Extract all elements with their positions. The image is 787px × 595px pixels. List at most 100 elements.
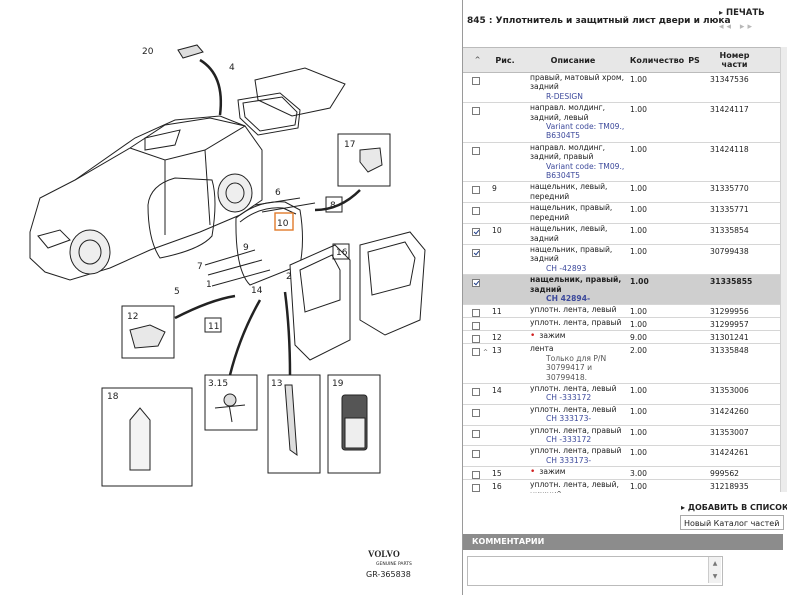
row-checkbox[interactable]	[472, 309, 480, 318]
row-quantity: 3.00	[630, 469, 647, 479]
row-variant-info: CH 333173-	[546, 455, 592, 465]
row-checkbox[interactable]	[472, 279, 480, 288]
row-checkbox[interactable]	[472, 186, 480, 195]
row-quantity: 1.00	[630, 205, 647, 215]
row-checkbox[interactable]	[472, 450, 480, 459]
row-ps	[686, 73, 702, 102]
print-button[interactable]: ▸ ПЕЧАТЬ	[719, 8, 765, 18]
row-quantity: 1.00	[630, 277, 649, 287]
double-left-arrow-icon[interactable]: ◂◂	[719, 22, 735, 32]
row-ref: 11	[492, 307, 502, 317]
row-description: нащельник, правый, передний	[518, 203, 628, 223]
row-variant-info: CH 42894-	[546, 293, 591, 303]
callout-1: 1	[206, 280, 212, 290]
row-variant-info: CH -333172	[546, 393, 592, 403]
row-part-number: 999562	[710, 469, 739, 479]
row-select-cell	[463, 426, 492, 446]
row-checkbox[interactable]	[472, 387, 480, 396]
comments-scrollbar[interactable]: ▲▼	[708, 557, 721, 583]
catalog-select[interactable]: Новый Каталог частей	[680, 515, 784, 530]
row-description-text: нащельник, правый, передний	[530, 203, 613, 222]
row-description-text: нащельник, правый, задний	[530, 275, 622, 294]
row-part-number: 31335771	[710, 205, 749, 215]
expand-caret-icon[interactable]: ^	[483, 349, 489, 357]
row-checkbox[interactable]	[472, 228, 480, 237]
row-checkbox[interactable]	[472, 107, 480, 116]
exploded-diagram: 20 4 6 8 17 10 9 7 1 2 16 5 14 12 11 18 …	[29, 44, 426, 579]
row-ps	[686, 446, 702, 466]
row-ps	[686, 275, 702, 304]
row-quantity: 9.00	[630, 333, 647, 343]
row-checkbox[interactable]	[472, 335, 480, 344]
row-select-cell: ^	[463, 344, 492, 383]
row-ps	[686, 203, 702, 223]
row-variant-info: Variant code: TM09., B6304T5	[546, 122, 625, 141]
row-ref	[492, 275, 518, 304]
row-checkbox[interactable]	[472, 429, 480, 438]
row-select-cell	[463, 305, 492, 318]
row-select-cell	[463, 446, 492, 466]
row-checkbox[interactable]	[472, 207, 480, 216]
row-part-number: 31335854	[710, 226, 749, 236]
table-scrollbar[interactable]	[780, 47, 787, 492]
row-ref: 13	[492, 346, 502, 356]
row-select-cell	[463, 73, 492, 102]
row-select-cell	[463, 224, 492, 244]
row-checkbox[interactable]	[472, 484, 480, 493]
double-right-arrow-icon[interactable]: ▸▸	[739, 22, 755, 32]
row-select-cell	[463, 480, 492, 493]
callout-4: 4	[229, 63, 235, 73]
comments-header: КОММЕНТАРИИ	[463, 534, 783, 550]
row-ps	[686, 182, 702, 202]
select-column-header[interactable]: ^	[474, 55, 481, 64]
callout-16: 16	[336, 248, 348, 258]
row-checkbox[interactable]	[472, 77, 480, 85]
row-ref: 14	[492, 385, 502, 395]
add-to-list-button[interactable]: ▸ ДОБАВИТЬ В СПИСОК	[681, 503, 787, 512]
row-description-text: уплотн. лента, правый	[530, 318, 622, 328]
row-select-cell	[463, 182, 492, 202]
col-ref: Рис.	[495, 55, 515, 65]
callout-6: 6	[275, 188, 281, 198]
row-quantity: 1.00	[630, 320, 647, 330]
row-checkbox[interactable]	[472, 322, 480, 331]
row-checkbox[interactable]	[472, 408, 480, 417]
row-checkbox[interactable]	[472, 348, 480, 357]
comments-textarea[interactable]	[467, 556, 723, 586]
row-quantity: 1.00	[630, 385, 647, 395]
table-row[interactable]: нащельник, правый, передний 1.00 31335771	[463, 203, 783, 225]
row-quantity: 1.00	[630, 184, 647, 194]
row-ref	[492, 73, 518, 102]
parts-table: ^ Рис. Описание Количество PS Номер част…	[463, 47, 783, 493]
row-part-number: 31424260	[710, 406, 749, 416]
row-description-text: лента	[530, 344, 554, 354]
row-checkbox[interactable]	[472, 471, 480, 480]
row-checkbox[interactable]	[472, 146, 480, 155]
row-description: нащельник, левый, передний	[518, 182, 628, 202]
row-description-text: нащельник, левый, задний	[530, 224, 608, 243]
row-checkbox[interactable]	[472, 248, 480, 257]
row-ref: 16	[492, 482, 502, 492]
